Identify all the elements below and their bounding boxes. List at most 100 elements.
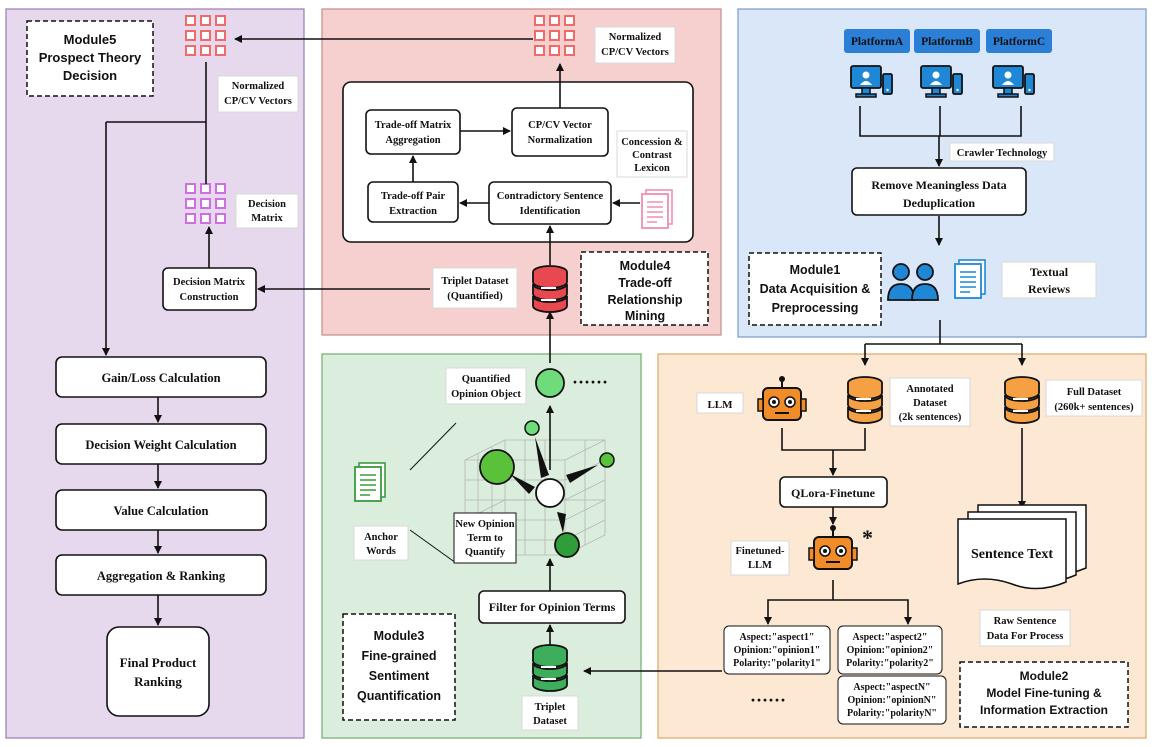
module5-title-line3: Decision <box>63 68 117 83</box>
filter-opinion-terms-box: Filter for Opinion Terms <box>478 590 626 624</box>
module5-title-box: Module5 Prospect Theory Decision <box>26 20 154 97</box>
svg-text:LLM: LLM <box>748 560 772 571</box>
svg-text:Decision: Decision <box>248 199 286 210</box>
step-aggregation-box: Aggregation & Ranking <box>55 554 267 596</box>
svg-text:PlatformA: PlatformA <box>851 36 904 48</box>
module2-connectors <box>764 428 1026 625</box>
svg-text:Extraction: Extraction <box>389 206 437 217</box>
svg-text:Matrix: Matrix <box>251 213 283 224</box>
svg-text:Trade-off Pair: Trade-off Pair <box>381 191 446 202</box>
svg-text:Reviews: Reviews <box>1028 282 1070 296</box>
svg-text:Crawler Technology: Crawler Technology <box>957 148 1048 159</box>
svg-text:Opinion:"opinionN": Opinion:"opinionN" <box>848 695 937 706</box>
svg-text:Remove Meaningless Data: Remove Meaningless Data <box>871 178 1006 192</box>
svg-text:QLora-Finetune: QLora-Finetune <box>791 486 876 500</box>
svg-text:Normalization: Normalization <box>528 135 593 146</box>
reviews-document-icon <box>954 259 986 299</box>
svg-text:Construction: Construction <box>180 292 239 303</box>
svg-text:Lexicon: Lexicon <box>634 163 670 174</box>
svg-text:Contrast: Contrast <box>632 150 672 161</box>
textual-reviews-label: Textual Reviews <box>1001 261 1097 299</box>
svg-text:Dataset: Dataset <box>533 716 567 727</box>
svg-text:Module1: Module1 <box>790 263 841 277</box>
svg-text:Module2: Module2 <box>1020 669 1069 683</box>
module3-title-box: Module3 Fine-grained Sentiment Quantific… <box>342 613 456 721</box>
svg-text:Polarity:"polarity2": Polarity:"polarity2" <box>846 658 934 669</box>
users-icon <box>887 263 939 301</box>
module3-ellipsis: ······ <box>572 372 608 392</box>
triplet-dataset-label: Triplet Dataset <box>521 695 579 731</box>
svg-text:Aspect:"aspect1": Aspect:"aspect1" <box>740 632 815 643</box>
step-decision-weight-box: Decision Weight Calculation <box>55 423 267 465</box>
module5-connectors <box>102 62 213 626</box>
llm-label: LLM <box>696 392 744 414</box>
svg-text:Raw Sentence: Raw Sentence <box>994 616 1057 627</box>
svg-text:Opinion:"opinion1": Opinion:"opinion1" <box>734 645 821 656</box>
module4-inner-connectors <box>409 63 640 265</box>
crawler-technology-label: Crawler Technology <box>949 142 1055 162</box>
svg-text:Deduplication: Deduplication <box>903 196 975 210</box>
decision-matrix-label: Decision Matrix <box>235 193 299 229</box>
svg-text:Identification: Identification <box>520 206 581 217</box>
module1-title-box: Module1 Data Acquisition & Preprocessing <box>748 252 882 326</box>
svg-text:Textual: Textual <box>1030 265 1069 279</box>
sentence-text-stack: Sentence Text <box>957 504 1087 590</box>
similarity-arrows <box>510 437 598 533</box>
step-value-box: Value Calculation <box>55 489 267 531</box>
svg-text:(2k sentences): (2k sentences) <box>899 412 962 423</box>
svg-text:Module4: Module4 <box>620 259 671 273</box>
triplet-ellipsis: ······ <box>750 690 786 710</box>
svg-text:PlatformB: PlatformB <box>921 36 973 48</box>
svg-text:Module3: Module3 <box>374 629 425 643</box>
triplet-dataset-database-icon <box>532 644 568 692</box>
svg-text:Mining: Mining <box>625 309 665 323</box>
module5-title-line2: Prospect Theory <box>39 50 142 65</box>
svg-text:Decision Matrix: Decision Matrix <box>173 277 246 288</box>
svg-text:Triplet Dataset: Triplet Dataset <box>441 276 509 287</box>
svg-text:Preprocessing: Preprocessing <box>772 301 859 315</box>
module4-title-box: Module4 Trade-off Relationship Mining <box>580 251 709 326</box>
svg-text:Sentence Text: Sentence Text <box>971 547 1053 562</box>
svg-text:Quantified: Quantified <box>462 374 511 385</box>
annotated-dataset-database-icon <box>847 376 883 424</box>
svg-text:Annotated: Annotated <box>906 384 953 395</box>
svg-text:Data Acquisition &: Data Acquisition & <box>760 282 871 296</box>
qlora-finetune-box: QLora-Finetune <box>779 476 888 508</box>
svg-text:Model Fine-tuning &: Model Fine-tuning & <box>986 686 1102 700</box>
triplet-card-n: Aspect:"aspectN" Opinion:"opinionN" Pola… <box>837 675 947 725</box>
quantified-opinion-object-label: Quantified Opinion Object <box>445 367 527 405</box>
step-gain-loss-box: Gain/Loss Calculation <box>55 356 267 398</box>
module3-pointer-lines <box>409 422 457 564</box>
svg-text:Aspect:"aspectN": Aspect:"aspectN" <box>853 682 930 693</box>
quantified-object-circle <box>535 368 565 398</box>
svg-text:CP/CV Vectors: CP/CV Vectors <box>601 47 669 58</box>
svg-text:Relationship: Relationship <box>607 293 682 307</box>
module1-connectors <box>859 106 1022 246</box>
concession-lexicon-label: Concession & Contrast Lexicon <box>616 130 688 178</box>
module1-to-module2-connectors <box>861 320 1026 366</box>
svg-text:Decision Weight Calculation: Decision Weight Calculation <box>85 438 236 452</box>
svg-text:Trade-off: Trade-off <box>618 276 672 290</box>
svg-text:Data For Process: Data For Process <box>987 631 1064 642</box>
svg-text:Polarity:"polarityN": Polarity:"polarityN" <box>847 708 937 719</box>
svg-text:Information Extraction: Information Extraction <box>980 703 1108 717</box>
module2-title-box: Module2 Model Fine-tuning & Information … <box>959 661 1129 728</box>
lexicon-document-icon <box>641 189 673 229</box>
remove-dedup-box: Remove Meaningless Data Deduplication <box>851 167 1027 216</box>
svg-text:Anchor: Anchor <box>364 532 398 543</box>
contradictory-sentence-box: Contradictory Sentence Identification <box>488 181 612 225</box>
opinion-point-large-left <box>479 449 515 485</box>
raw-sentence-label: Raw Sentence Data For Process <box>979 609 1071 647</box>
cpcv-normalization-box: CP/CV Vector Normalization <box>511 107 609 157</box>
triplet-card-2: Aspect:"aspect2" Opinion:"opinion2" Pola… <box>837 625 943 675</box>
svg-text:Normalized: Normalized <box>609 32 662 43</box>
full-dataset-database-icon <box>1004 376 1040 424</box>
tradeoff-pair-extraction-box: Trade-off Pair Extraction <box>367 181 459 223</box>
tradeoff-matrix-aggregation-box: Trade-off Matrix Aggregation <box>365 109 461 155</box>
triplet-quantified-label: Triplet Dataset (Quantified) <box>432 267 518 309</box>
svg-text:CP/CV Vector: CP/CV Vector <box>528 120 592 131</box>
svg-text:Contradictory Sentence: Contradictory Sentence <box>497 191 604 202</box>
svg-text:PlatformC: PlatformC <box>993 36 1045 48</box>
opinion-point-small-top <box>524 420 540 436</box>
